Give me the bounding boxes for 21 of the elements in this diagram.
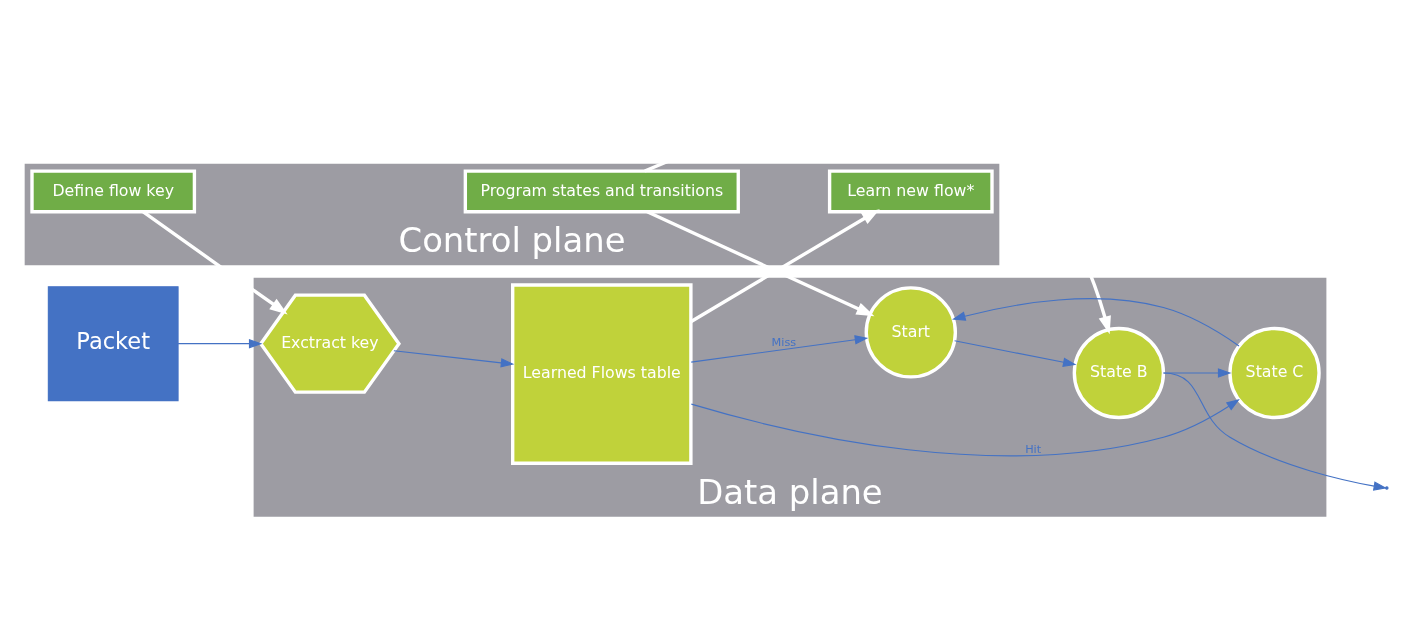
arrow: [177, 338, 263, 349]
edge-label: Hit: [1025, 443, 1042, 457]
edge-label: Miss: [771, 335, 797, 349]
arrow: [690, 209, 880, 323]
arrow: [393, 350, 515, 368]
node-box: Packet: [47, 286, 179, 402]
arrow: [1163, 368, 1232, 378]
arrow: [690, 398, 1240, 457]
node-box: Program states and transitions: [463, 169, 740, 214]
node-box: Learned Flows table: [511, 283, 693, 465]
arrow: [1162, 372, 1388, 491]
node-box: Define flow key: [30, 169, 197, 214]
arrow: [142, 210, 288, 315]
arrow: [952, 298, 1240, 347]
arrow: [690, 335, 869, 363]
node-circle: State C: [1228, 326, 1321, 420]
arrow: [954, 340, 1077, 367]
node-circle: Start: [864, 286, 958, 379]
arrow: [646, 210, 875, 317]
node-box: Learn new flow*: [827, 169, 994, 214]
node-circle: State B: [1072, 326, 1166, 420]
